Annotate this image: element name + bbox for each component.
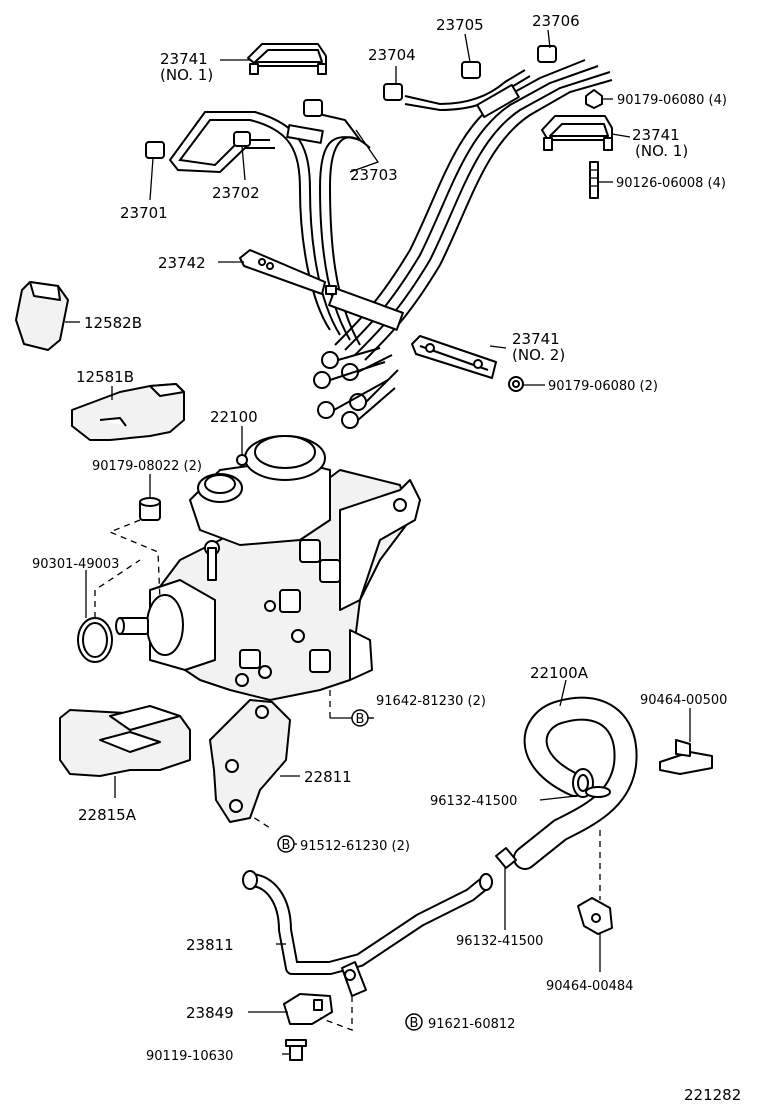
part-labels: 23705 23706 23704 23741 (NO. 1) 90179-06… xyxy=(32,12,741,1104)
label-23741-mid: 23741 xyxy=(512,330,560,348)
label-90464-00484: 90464-00484 xyxy=(546,979,633,994)
label-12581B: 12581B xyxy=(76,368,134,386)
label-23741-top-sub: (NO. 1) xyxy=(160,66,213,84)
bracket-22811 xyxy=(209,699,291,823)
bolt-marker-91512: B xyxy=(277,835,295,853)
bracket-23849 xyxy=(283,993,333,1025)
label-22100A: 22100A xyxy=(530,664,589,682)
label-96132-41500-a: 96132-41500 xyxy=(430,794,517,809)
injection-pump-22100 xyxy=(115,435,421,701)
label-23741-top: 23741 xyxy=(160,50,208,68)
bolt-90126-06008 xyxy=(589,161,599,199)
leader-lines xyxy=(65,29,691,1055)
nut-90179-06080-mid xyxy=(508,376,524,392)
hose-22100A xyxy=(513,696,638,870)
label-23703: 23703 xyxy=(350,166,398,184)
label-23701: 23701 xyxy=(120,204,168,222)
label-90179-08022: 90179-08022 (2) xyxy=(92,459,202,474)
clamp-23741-no2 xyxy=(411,335,497,379)
label-90179-06080-mid: 90179-06080 (2) xyxy=(548,379,658,394)
bolt-marker-91621-text: B xyxy=(410,1016,419,1031)
label-90126-06008: 90126-06008 (4) xyxy=(616,176,726,191)
diagram-id: 221282 xyxy=(684,1086,741,1104)
label-90179-06080-top: 90179-06080 (4) xyxy=(617,93,727,108)
bolt-marker-91642-text: B xyxy=(356,712,365,727)
bolt-marker-91512-text: B xyxy=(282,838,291,853)
bolt-marker-91621: B xyxy=(405,1013,423,1031)
label-96132-41500-b: 96132-41500 xyxy=(456,934,543,949)
label-23704: 23704 xyxy=(368,46,416,64)
nut-90179-06080-top xyxy=(585,89,603,109)
bolt-90119-10630 xyxy=(285,1039,307,1061)
clamp-96132-41500-a xyxy=(495,847,517,869)
cover-12581B xyxy=(71,383,185,441)
label-23741-right: 23741 xyxy=(632,126,680,144)
bolt-marker-91642: B xyxy=(351,709,369,727)
o-ring-90301-49003 xyxy=(77,617,113,663)
label-22811: 22811 xyxy=(304,768,352,786)
alignment-lines-pipe xyxy=(319,996,353,1031)
label-22815A: 22815A xyxy=(78,806,137,824)
label-12582B: 12582B xyxy=(84,314,142,332)
label-90119-10630: 90119-10630 xyxy=(146,1049,233,1064)
injection-pipes xyxy=(145,45,613,429)
label-23742: 23742 xyxy=(158,254,206,272)
pipe-23811 xyxy=(242,870,493,997)
label-23705: 23705 xyxy=(436,16,484,34)
clamp-23741-no1-top xyxy=(247,43,327,75)
label-23706: 23706 xyxy=(532,12,580,30)
clamp-23742 xyxy=(239,249,337,295)
label-91642-81230: 91642-81230 (2) xyxy=(376,694,486,709)
clip-90464-00484 xyxy=(577,897,613,935)
label-22100: 22100 xyxy=(210,408,258,426)
label-90301-49003: 90301-49003 xyxy=(32,557,119,572)
cover-12582B xyxy=(15,281,69,351)
label-23741-mid-sub: (NO. 2) xyxy=(512,346,565,364)
alignment-lines-pump xyxy=(94,519,331,829)
label-90464-00500: 90464-00500 xyxy=(640,693,727,708)
clamp-23741-no1-right xyxy=(541,115,613,151)
label-23741-right-sub: (NO. 1) xyxy=(635,142,688,160)
label-91512-61230: 91512-61230 (2) xyxy=(300,839,410,854)
label-23811: 23811 xyxy=(186,936,234,954)
bracket-22815A xyxy=(59,705,191,777)
nut-90179-08022 xyxy=(139,497,161,521)
label-23702: 23702 xyxy=(212,184,260,202)
clip-90464-00500 xyxy=(659,739,713,775)
label-91621-60812: 91621-60812 xyxy=(428,1017,515,1032)
label-23849: 23849 xyxy=(186,1004,234,1022)
